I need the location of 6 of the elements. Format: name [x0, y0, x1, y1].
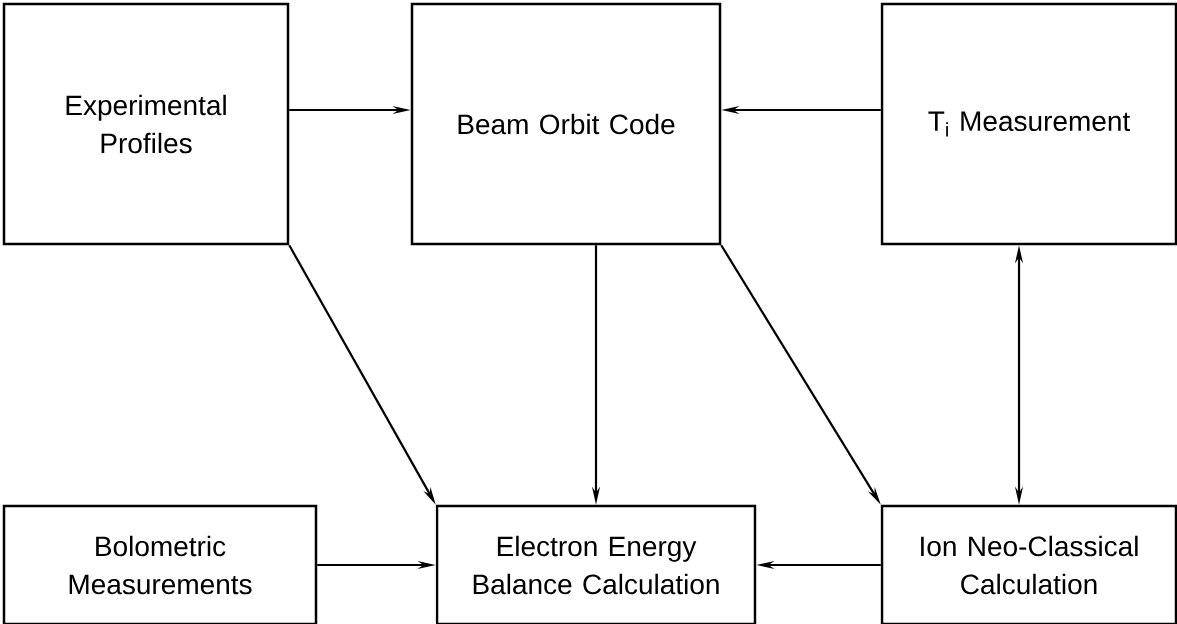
process-box: Beam Orbit Code	[410, 2, 722, 246]
process-box: Experimental Profiles	[2, 2, 290, 246]
process-box: Ion Neo-Classical Calculation	[880, 504, 1177, 624]
process-box: T$_{i}$ Measurement	[880, 2, 1177, 246]
process-box: Bolometric Measurements	[2, 504, 318, 624]
process-box: Electron Energy Balance Calculation	[435, 504, 757, 624]
